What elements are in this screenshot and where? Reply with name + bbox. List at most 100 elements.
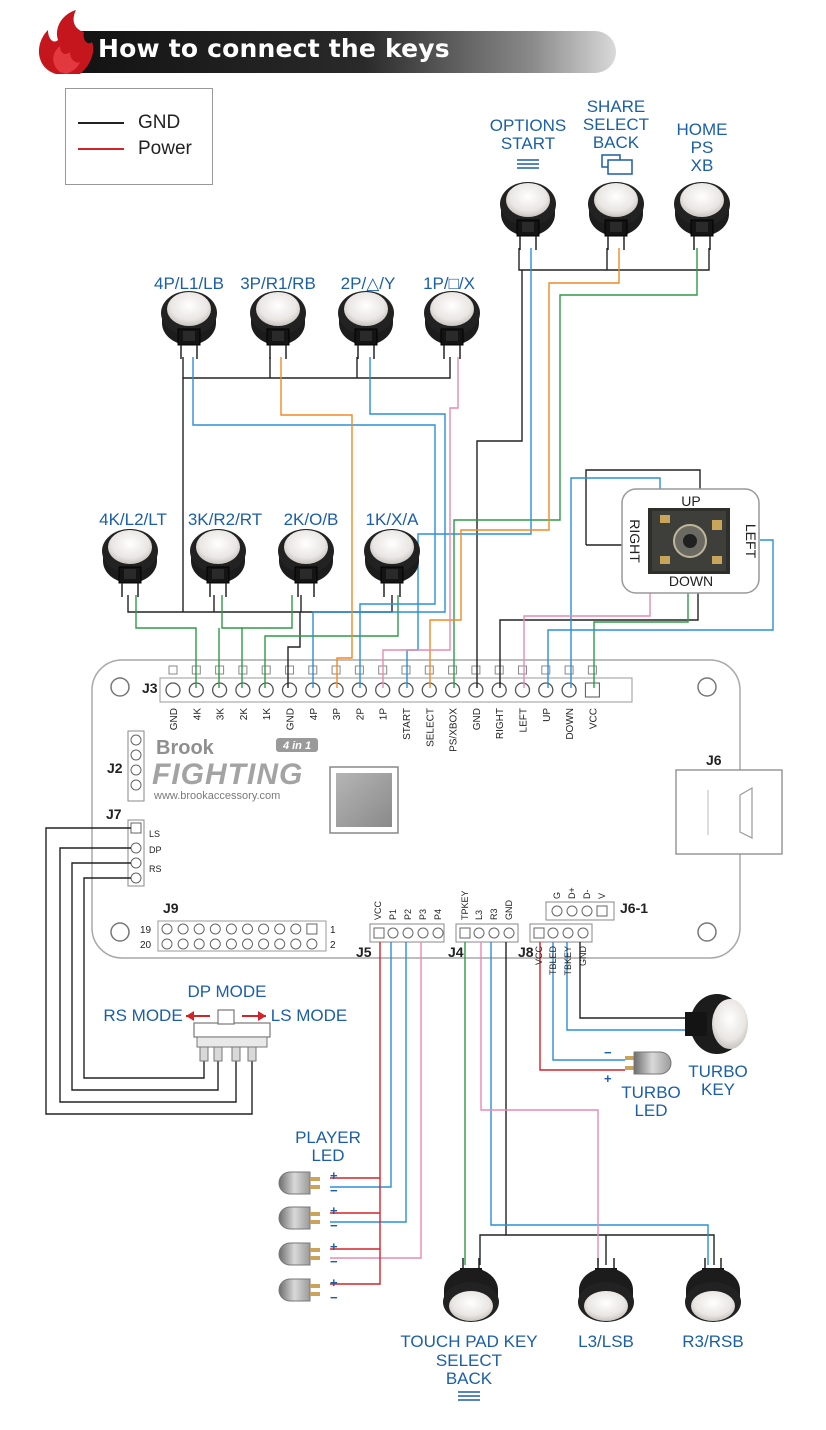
wire-signal: [192, 357, 436, 688]
led-minus-sign: −: [330, 1290, 338, 1305]
button-4p[interactable]: [161, 291, 217, 359]
j9-label: J9: [163, 900, 179, 916]
joystick-left-label: LEFT: [743, 524, 759, 559]
chip-outline: [329, 766, 399, 834]
mount-hole: [697, 922, 717, 942]
legend-label: GND: [138, 112, 181, 133]
j3-pin-label: START: [402, 708, 413, 740]
buttons-layer: [102, 182, 748, 1322]
button-4k[interactable]: [102, 529, 158, 597]
j8-header: [529, 923, 593, 943]
turbo-key-button[interactable]: [685, 994, 748, 1054]
j9-number: 2: [330, 940, 336, 951]
joystick-right-label: RIGHT: [627, 519, 643, 563]
wire-gnd: [287, 612, 301, 688]
button-label: 2P/△/Y: [341, 274, 396, 293]
wire-signal: [312, 357, 446, 688]
title-bar: [56, 31, 616, 73]
led-plus-sign: +: [330, 1203, 338, 1218]
home-button[interactable]: [674, 182, 730, 250]
l3-button[interactable]: [578, 1258, 634, 1322]
j3-header: [159, 665, 633, 703]
page-title: How to connect the keys: [98, 34, 450, 63]
l3-label: L3/LSB: [578, 1332, 634, 1351]
turbo-key-label: KEY: [701, 1080, 735, 1099]
wire-signal: [264, 595, 399, 688]
button-1k[interactable]: [364, 529, 420, 597]
j3-pin-label: SELECT: [425, 708, 436, 747]
j8-label: J8: [518, 944, 534, 960]
j3-pin-label: 4K: [192, 708, 203, 721]
arrow-left-icon: [186, 1011, 194, 1021]
j3-pin: [514, 682, 531, 698]
wire-mode: [45, 827, 253, 1115]
button-2k[interactable]: [278, 529, 334, 597]
r3-button[interactable]: [685, 1258, 741, 1322]
mount-hole: [110, 922, 130, 942]
j6-label: J6: [706, 752, 722, 768]
j3-pin-label: 2K: [239, 708, 250, 721]
joystick[interactable]: UP DOWN RIGHT LEFT: [621, 488, 760, 594]
j5-pin-label: P2: [403, 909, 413, 920]
j3-pin-label: PS/XBOX: [449, 708, 460, 752]
mode-switch[interactable]: [186, 1009, 271, 1062]
share-button[interactable]: [588, 182, 644, 250]
j3-pin-label: VCC: [588, 708, 599, 729]
button-2p[interactable]: [338, 291, 394, 359]
j3-pin: [281, 682, 298, 698]
j4-pin-label: TPKEY: [460, 890, 470, 920]
wire-signal: [382, 357, 459, 688]
wire-signal: [429, 248, 620, 688]
turbo-led-minus: −: [604, 1045, 612, 1060]
j3-pin: [328, 682, 344, 698]
j61-label: J6-1: [620, 900, 648, 916]
j8-pin-label: GND: [578, 946, 588, 967]
wire-signal: [135, 595, 197, 688]
j3-pin: [491, 682, 507, 698]
player-led: +−: [278, 1275, 338, 1305]
brand-logo: Brook 4 in 1 FIGHTING www.brookaccessory…: [152, 737, 318, 802]
led-minus-sign: −: [330, 1183, 338, 1198]
player-led: +−: [278, 1168, 338, 1198]
pcb-board: [91, 659, 783, 959]
j5-pin-label: P3: [418, 909, 428, 920]
button-label: 3P/R1/RB: [240, 274, 316, 293]
joystick-up-label: UP: [681, 493, 700, 509]
j8-pin-label: TBLED: [548, 946, 558, 976]
usb-port-j6: [675, 769, 783, 855]
player-leds: +−+−+−+−−+: [278, 1045, 612, 1305]
j4-label: J4: [448, 944, 464, 960]
j8-pin-label: VCC: [534, 946, 544, 966]
options-button[interactable]: [500, 182, 556, 250]
wire-gnd: [499, 590, 699, 688]
wire-signal: [480, 942, 599, 1265]
wire-mode: [59, 847, 237, 1103]
button-label: 3K/R2/RT: [188, 510, 262, 529]
wire-signal: [330, 942, 422, 1259]
home-label: XB: [691, 156, 714, 175]
menu-icon: [517, 159, 539, 169]
touchpad-button[interactable]: [443, 1258, 499, 1322]
wire-signal: [552, 942, 625, 1061]
dp-mode-label: DP MODE: [187, 982, 266, 1001]
led-plus-sign: +: [330, 1239, 338, 1254]
j3-pin: [398, 682, 414, 698]
button-3p[interactable]: [250, 291, 306, 359]
wire-signal: [453, 248, 698, 688]
option-label: OPTIONS: [490, 116, 567, 135]
wire-gnd: [579, 942, 685, 1019]
j7-pin-label: LS: [149, 829, 160, 839]
brand-badge: 4 in 1: [282, 740, 311, 752]
legend-label: Power: [138, 138, 192, 159]
button-1p[interactable]: [424, 291, 480, 359]
wire-signal: [566, 942, 685, 1031]
option-label: START: [501, 134, 555, 153]
button-3k[interactable]: [190, 529, 246, 597]
brand-url: www.brookaccessory.com: [153, 790, 280, 802]
touchpad-label: BACK: [446, 1369, 493, 1388]
j9-number: 20: [140, 940, 152, 951]
j2-header: [127, 730, 145, 802]
led-plus-sign: +: [330, 1275, 338, 1290]
